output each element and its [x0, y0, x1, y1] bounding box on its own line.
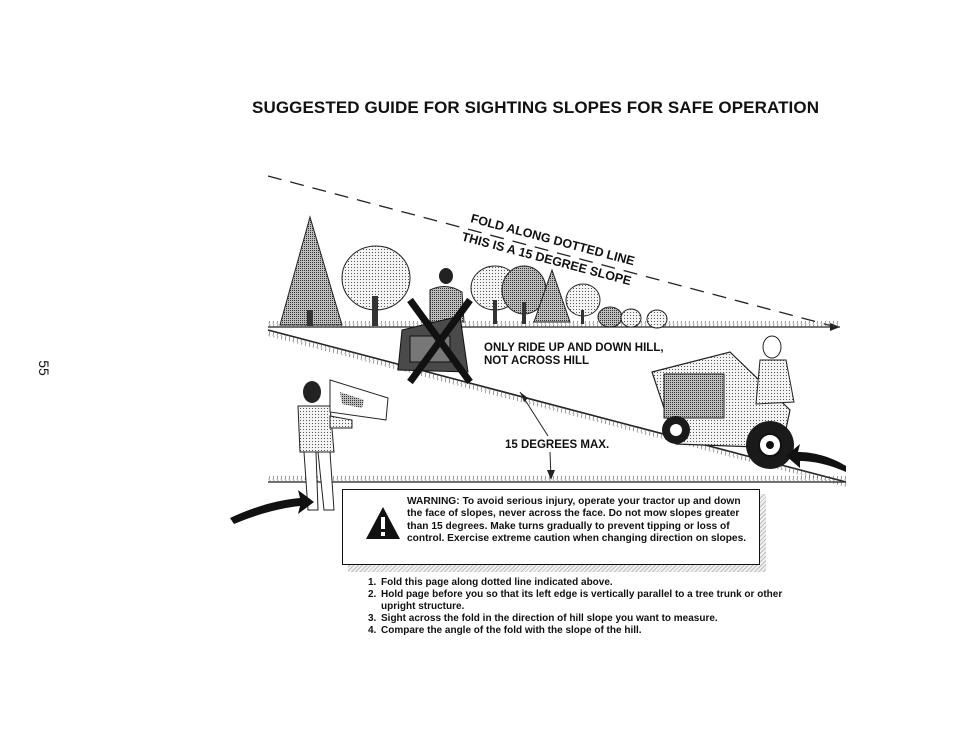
warning-triangle-icon: [366, 507, 400, 539]
instruction-number: 4.: [368, 625, 377, 636]
uphill-direction-arrow-icon: [786, 444, 846, 472]
person-sighting: [297, 379, 389, 511]
instruction-text: Compare the angle of the fold with the s…: [381, 625, 642, 636]
ride-instruction-line2: NOT ACROSS HILL: [484, 355, 589, 367]
instruction-item: 1. Fold this page along dotted line indic…: [368, 577, 788, 589]
ride-instruction-line1: ONLY RIDE UP AND DOWN HILL,: [484, 342, 664, 354]
warning-text: WARNING: To avoid serious injury, operat…: [407, 496, 747, 545]
tree-cluster: [470, 265, 668, 329]
instruction-item: 3. Sight across the fold in the direction…: [368, 613, 788, 625]
prohibited-x-icon: [407, 297, 473, 385]
instruction-text: Sight across the fold in the direction o…: [381, 613, 718, 624]
fold-dotted-line: [267, 175, 837, 328]
page-title: SUGGESTED GUIDE FOR SIGHTING SLOPES FOR …: [252, 98, 820, 117]
instruction-number: 1.: [368, 577, 377, 588]
conifer-tree: [279, 215, 343, 326]
instruction-item: 2. Hold page before you so that its left …: [368, 589, 788, 613]
instruction-number: 3.: [368, 613, 377, 624]
tractor-up-hill: [651, 335, 795, 469]
warning-box: WARNING: To avoid serious injury, operat…: [342, 489, 760, 565]
ride-instruction-label: ONLY RIDE UP AND DOWN HILL, NOT ACROSS H…: [484, 342, 744, 368]
instruction-list: 1. Fold this page along dotted line indic…: [368, 577, 788, 637]
deciduous-tree: [341, 245, 411, 326]
instruction-number: 2.: [368, 589, 377, 600]
instruction-text: Fold this page along dotted line indicat…: [381, 577, 613, 588]
max-angle-label: 15 DEGREES MAX.: [505, 439, 610, 451]
sighting-direction-arrow-icon: [230, 490, 314, 524]
instruction-text: Hold page before you so that its left ed…: [381, 589, 783, 612]
instruction-item: 4. Compare the angle of the fold with the…: [368, 625, 788, 637]
